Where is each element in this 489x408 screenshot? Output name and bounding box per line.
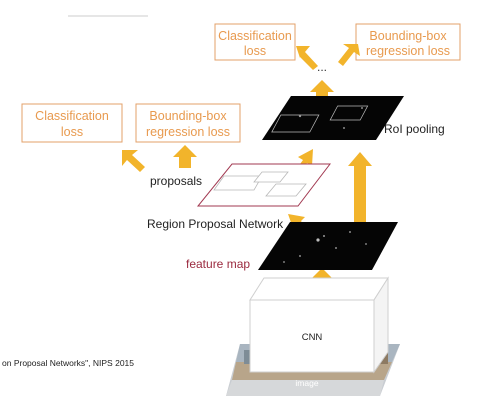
citation-text: on Proposal Networks", NIPS 2015 — [2, 358, 134, 368]
top-bbox-loss-box: Bounding-box regression loss — [355, 23, 461, 61]
cnn-label: CNN — [302, 332, 323, 343]
top-bbox-line1: Bounding-box — [369, 29, 447, 43]
proposals-plane — [196, 163, 332, 207]
arrow-proposals-to-left-classification — [122, 150, 145, 172]
feature-map-plane — [258, 222, 398, 270]
left-classification-line2: loss — [61, 125, 83, 139]
rpn-label: Region Proposal Network — [147, 217, 284, 231]
feature-map-label: feature map — [186, 257, 250, 271]
image-label: image — [295, 378, 318, 388]
top-bbox-line2: regression loss — [366, 44, 450, 58]
top-classification-line1: Classification — [218, 29, 292, 43]
arrow-featuremap-to-roi — [348, 152, 372, 240]
arrow-roi-up — [310, 80, 334, 100]
top-classification-loss-box: Classification loss — [214, 23, 296, 61]
arrow-roi-to-top-classification — [296, 46, 318, 70]
proposals-label: proposals — [150, 174, 202, 188]
left-bbox-line1: Bounding-box — [149, 109, 227, 123]
ellipsis-text: ... — [317, 60, 327, 74]
left-bbox-line2: regression loss — [146, 125, 230, 139]
top-classification-line2: loss — [244, 44, 266, 58]
roi-pooling-label: RoI pooling — [384, 122, 445, 136]
cnn-box — [249, 276, 389, 374]
roi-pooling-plane — [262, 96, 404, 140]
arrow-roi-to-top-bbox — [338, 44, 360, 66]
left-classification-loss-box: Classification loss — [21, 103, 123, 143]
left-bbox-loss-box: Bounding-box regression loss — [135, 103, 241, 143]
left-classification-line1: Classification — [35, 109, 109, 123]
arrow-proposals-to-left-bbox — [173, 145, 197, 168]
